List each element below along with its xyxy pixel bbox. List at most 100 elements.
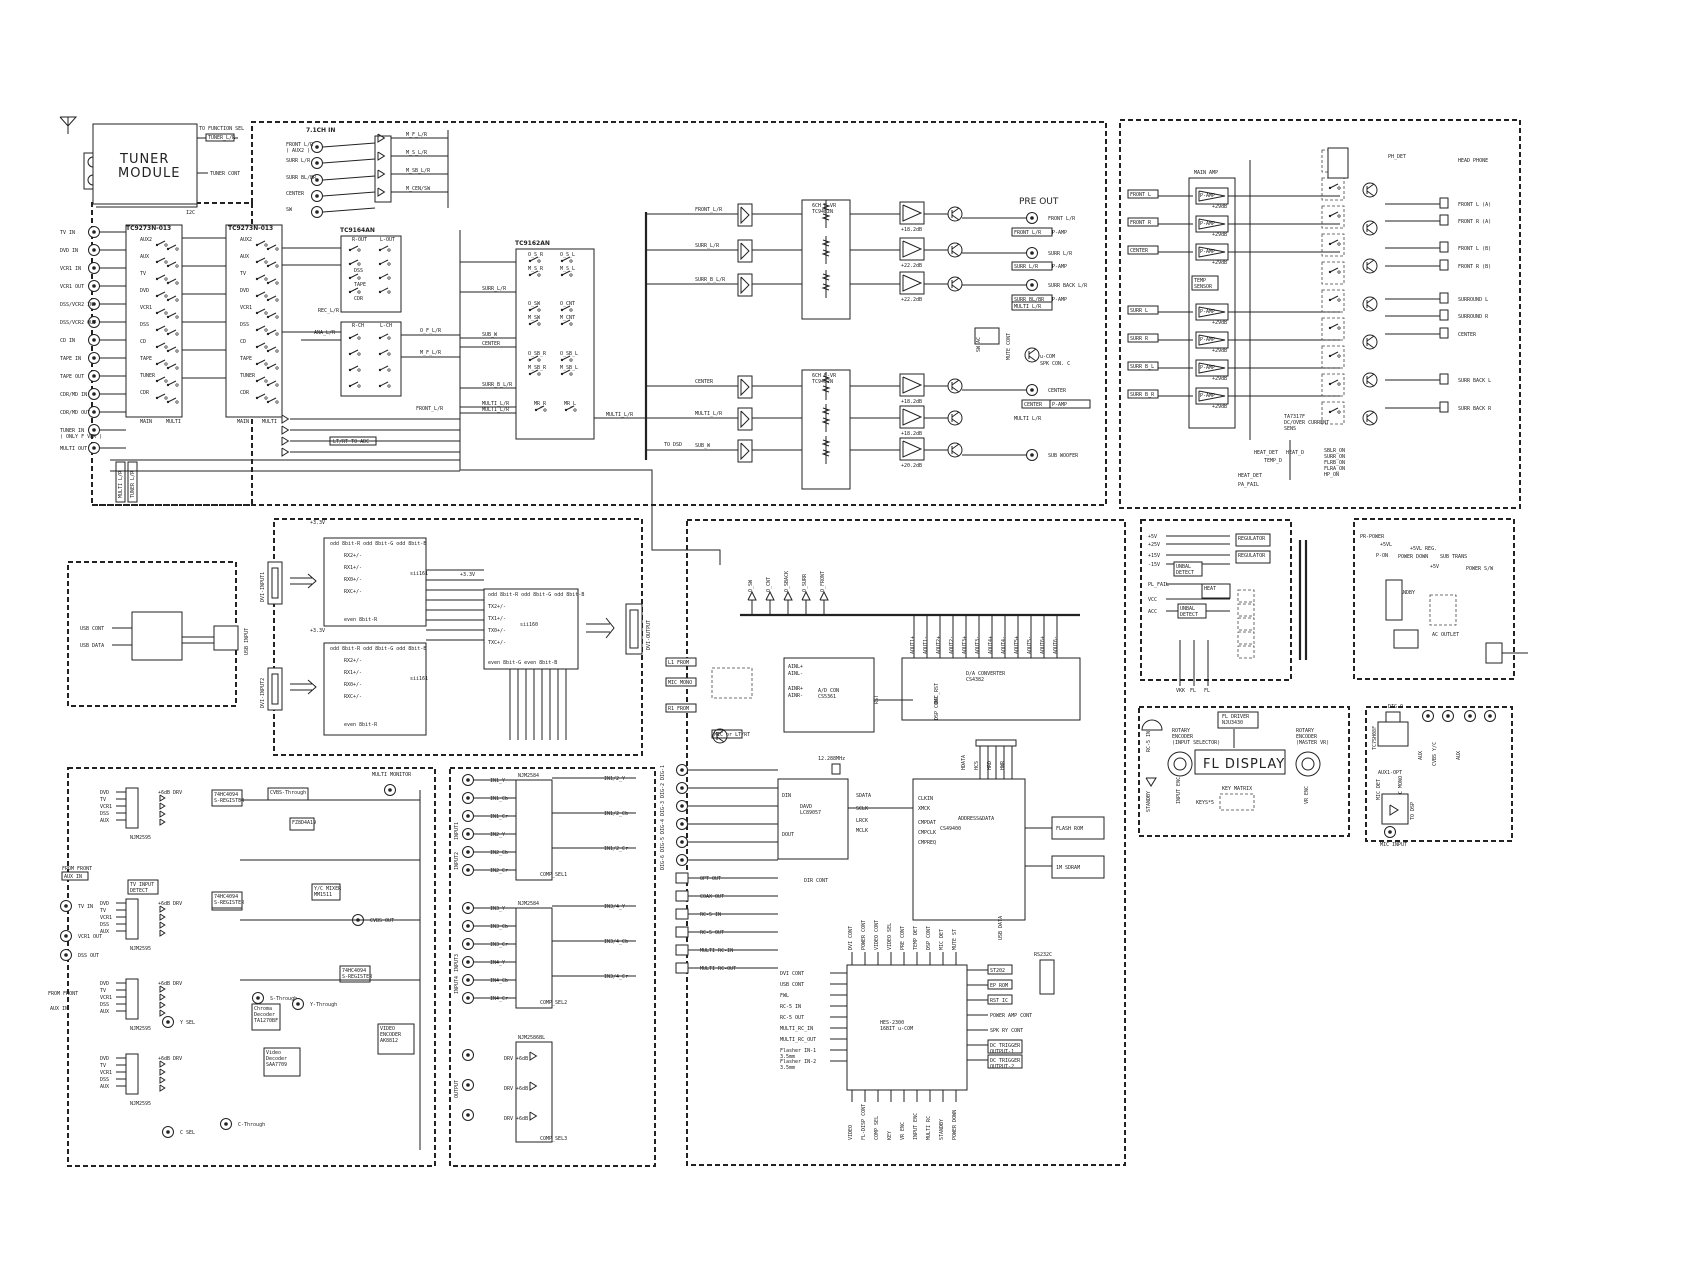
amp-label: P-AMP [1200,193,1215,199]
dvi-tx: odd 8bit-R odd 8bit-G odd 8bit-B [488,592,584,598]
preout-pot [821,249,831,257]
preout-todsd: TO DSD [664,442,682,448]
dsp-pin: CMPREQ [918,840,936,846]
comp-drv: DRV +6dB [504,1086,528,1092]
power-ctrl: PR-POWER [1360,534,1385,540]
comp-net: IN2_Cb [490,850,508,856]
amp-transistor [1362,296,1378,312]
selector-switch [256,274,266,280]
preout-out-label: SUB WOOFER [1048,453,1079,459]
video-shift-reg [211,789,243,807]
tc9162-net: SURR_L/R [482,286,507,292]
amp-spk-term [1439,327,1449,339]
preout-gain: +22.2dB [901,297,922,303]
amp-output: FRONT R (B) [1458,264,1491,270]
tc9162-switch [529,305,539,311]
preout-spk-trans [1024,347,1040,363]
amp-protect: SENS [1284,426,1296,432]
selector-switch [264,396,268,400]
tc9164-switch [387,336,391,340]
video-drv [159,985,166,993]
selector-input-label: TAPE OUT [60,374,84,380]
selector-switch [275,332,279,336]
preout-pot [821,385,831,393]
power-block-label: UNBAL [1176,564,1191,570]
video-out-label: TV IN [78,904,93,910]
power-relay [1237,631,1255,645]
dsp-pin: HRD [987,761,993,770]
preout-pot [821,239,831,247]
dsp-pin: LRCK [856,818,868,824]
front-tc7-label: TC7SH08F [1372,726,1378,750]
selector-jack-pin [92,320,96,324]
comp-sel: COMP_SEL2 [540,1000,567,1006]
tc9162-net: SURR_B_L/R [482,382,513,388]
selector-row-label: DVD [240,288,249,294]
fl-keys: KEYS*5 [1196,800,1214,806]
video-block-label: Y/C MIXER [314,886,342,892]
dsp-mcu: HES-2300 [880,1020,904,1026]
amp-relay [1329,351,1339,357]
video-src: VCR1 [100,1070,112,1076]
comp-net: IN3_Y [490,906,505,912]
selector-switch [175,281,179,285]
amp-transistor [1362,372,1378,388]
video-from-front: FROM FRONT [62,866,92,872]
dvi-tx: even 8bit-G even 8bit-B [488,660,557,666]
dsp-dig-jack-pin [680,786,684,790]
preout-gain: +18.2dB [901,431,922,437]
video-block-label: CVBS-Through [270,790,306,796]
selector-switch [256,376,266,382]
video-shift-label: S-REGISTER [214,900,245,906]
comp-jack-pin [466,960,470,964]
dsp-pin: DIN [782,793,791,799]
fl-display-block: FL DISPLAY FL DRIVERNJU3430ROTARYENCODER… [1141,711,1329,812]
comp-jack-pin [466,832,470,836]
tc9164-label: CDR [354,296,364,302]
tc9164-label: R-OUT [352,237,367,243]
dsp-dig-label: MULTI RC-IN [700,948,733,954]
tc9164-switch [379,259,389,265]
preout-tag-box [1011,261,1053,271]
dsp-dig-label: DIG-6 [660,855,666,870]
dvi-in-core [271,567,279,599]
seven-ch-buffer [377,151,386,161]
video-block: MULTI MONITORDVDTVVCR1DSSAUXNJM2595+6dB … [48,772,421,1150]
comp-input-label: INPUT3 [454,954,460,972]
fl-enc-l: ENCODER [1172,734,1194,740]
fl-matrix: KEY MATRIX [1222,786,1252,792]
selector-input-label: MULTI OUT [60,446,87,452]
video-src: AUX [100,1084,109,1090]
preout-gain: +18.2dB [901,399,922,405]
tc9162-chip: TC9162AN [515,240,550,247]
selector-switch [275,349,279,353]
preout-buffer [737,273,753,297]
dsp-usbdata: USB DATA [998,916,1004,940]
comp-jack-pin [466,868,470,872]
selector-jack-pin [92,410,96,414]
preout-jack-pin [1030,453,1034,457]
seven-ch-wire [322,191,376,197]
seven-ch-buffer [377,187,386,197]
front-mic-amp [1381,793,1409,825]
selector-switch [156,308,166,314]
dvi-out-arrowhead [605,617,615,639]
tc9162-switch [537,273,541,277]
selector-row-label: AUX [140,254,149,260]
dvi-pwr: +3.3V [310,520,325,526]
amp-relay [1337,186,1341,190]
preout-transistor [951,214,960,221]
amp-relay [1329,295,1339,301]
dsp-adc-in-box [665,677,697,687]
selector-switch [156,376,166,382]
selector-jack-pin [92,356,96,360]
dsp-aout: AOUT3- [975,636,981,654]
selector-row-label: TV [140,271,146,277]
selector-input-label: TUNER IN [60,428,84,434]
selector-switch [264,260,268,264]
dsp-vch-tri [765,590,775,601]
tc9162-net: CENTER [482,341,501,347]
amp-stage-tri [1198,246,1226,258]
power-internals: +5V+25V+15V-15VPL_FAILVCCACCREGULATORREG… [1148,533,1528,694]
